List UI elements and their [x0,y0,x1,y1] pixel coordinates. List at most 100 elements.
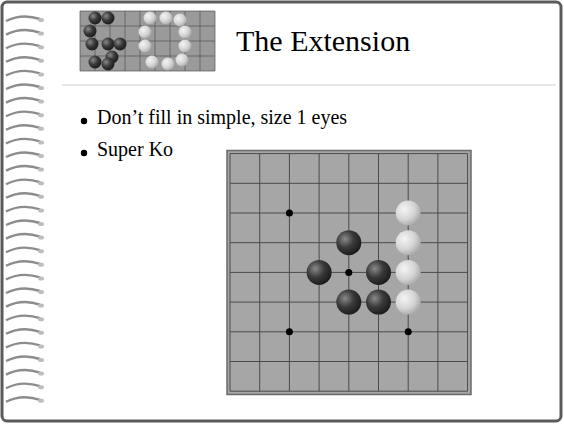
ring-hole [38,222,44,226]
binding-ring [6,220,44,226]
binding-ring [6,98,44,104]
white-stone [174,14,187,27]
board-line [230,391,468,392]
ring-wire [6,139,40,144]
star-point [286,328,293,335]
binding-ring [6,384,44,390]
binding-ring [6,193,44,199]
black-stone [307,260,332,285]
binding-ring [6,207,44,213]
white-stone [160,12,173,25]
ring-wire [6,16,40,21]
ring-hole [38,344,44,348]
white-stone [162,58,175,71]
ring-hole [38,168,44,172]
binding-ring [6,302,44,308]
ring-hole [38,140,44,144]
ring-wire [6,166,40,171]
ring-hole [38,86,44,90]
binding-ring [6,44,44,50]
ring-wire [6,112,40,117]
black-stone [86,38,99,51]
white-stone [139,26,152,39]
ring-wire [6,98,40,103]
ring-wire [6,288,40,293]
ring-hole [38,32,44,36]
binding-ring [6,288,44,294]
black-stone [336,290,361,315]
ring-wire [6,302,40,307]
white-stone [396,260,421,285]
binding-ring [6,316,44,322]
slide-frame [2,2,561,421]
ring-wire [6,234,40,239]
board-line [467,154,468,392]
ring-hole [38,72,44,76]
ring-wire [6,57,40,62]
black-stone [366,260,391,285]
white-stone [146,56,159,69]
binding-ring [6,356,44,362]
ring-hole [38,304,44,308]
ring-wire [6,207,40,212]
bullet-text: Super Ko [97,138,173,161]
bullet-dots [81,118,87,156]
header-rule [62,85,556,86]
ring-wire [6,384,40,389]
board-line [230,331,468,332]
black-stone [89,56,102,69]
go-logo [80,11,215,71]
ring-hole [38,249,44,253]
ring-wire [6,275,40,280]
ring-wire [6,180,40,185]
ring-hole [38,317,44,321]
binding-ring [6,166,44,172]
binding-ring [6,234,44,240]
slide-title: The Extension [236,24,410,58]
binding-ring [6,275,44,281]
ring-wire [6,152,40,157]
black-stone [89,12,102,25]
ring-hole [38,59,44,63]
ring-wire [6,220,40,225]
ring-hole [38,127,44,131]
black-stone [114,38,127,51]
ring-hole [38,290,44,294]
go-board [227,151,471,395]
black-stone [84,25,97,38]
logo-grid [80,71,215,72]
ring-wire [6,84,40,89]
white-stone [139,40,152,53]
binding-ring [6,30,44,36]
ring-wire [6,44,40,49]
white-stone [179,26,192,39]
white-stone [396,201,421,226]
star-point [345,269,352,276]
binding-ring [6,16,44,22]
binding-ring [6,112,44,118]
ring-hole [38,208,44,212]
ring-wire [6,316,40,321]
ring-hole [38,399,44,403]
ring-wire [6,356,40,361]
ring-hole [38,154,44,158]
ring-wire [6,343,40,348]
ring-wire [6,193,40,198]
board-ground [227,151,471,395]
board-line [230,361,468,362]
white-stone [144,12,157,25]
ring-wire [6,125,40,130]
binding-ring [6,261,44,267]
ring-hole [38,45,44,49]
ring-hole [38,100,44,104]
binding-ring [6,125,44,131]
binding-ring [6,180,44,186]
star-point [286,210,293,217]
binding-ring [6,71,44,77]
black-stone [336,230,361,255]
bullet-text: Don’t fill in simple, size 1 eyes [97,106,347,129]
ring-wire [6,248,40,253]
bullet-dot [81,150,87,156]
white-stone [176,54,189,67]
board-line [437,154,438,392]
